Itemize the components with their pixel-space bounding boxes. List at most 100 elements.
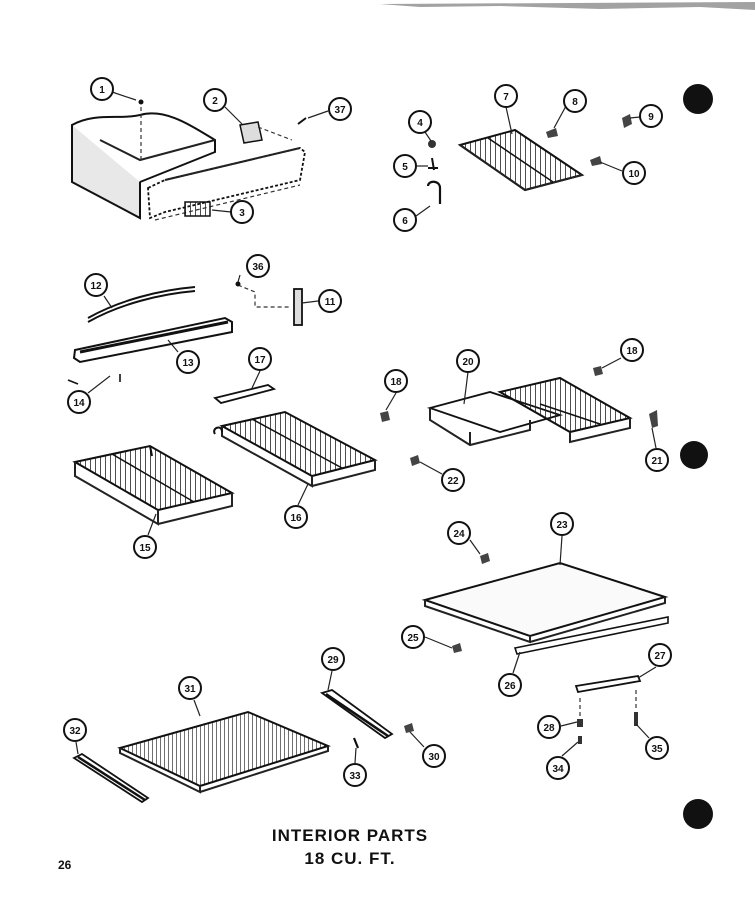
callout-35: 35	[645, 736, 669, 760]
callout-18-right: 18	[620, 338, 644, 362]
screw-14	[67, 374, 121, 385]
svg-text:15: 15	[139, 543, 151, 554]
svg-text:12: 12	[90, 281, 102, 292]
callout-11: 11	[318, 289, 342, 313]
rail-13	[72, 316, 233, 364]
svg-text:25: 25	[407, 633, 419, 644]
leader-lines	[75, 91, 657, 764]
svg-text:30: 30	[428, 752, 440, 763]
svg-text:9: 9	[648, 112, 654, 123]
shelf-31	[117, 710, 331, 794]
callout-2: 2	[203, 88, 227, 112]
callout-21: 21	[645, 448, 669, 472]
callout-13: 13	[176, 350, 200, 374]
shelf-16	[213, 410, 378, 488]
svg-text:28: 28	[543, 723, 555, 734]
punch-hole-bottom	[683, 799, 713, 829]
callout-8: 8	[563, 89, 587, 113]
callout-32: 32	[63, 718, 87, 742]
punch-hole-middle	[680, 441, 708, 469]
shelf-7	[457, 128, 585, 192]
rail-29	[319, 689, 394, 740]
svg-text:24: 24	[453, 529, 465, 540]
page-number: 26	[58, 858, 72, 872]
callout-31: 31	[178, 676, 202, 700]
callout-16: 16	[284, 505, 308, 529]
svg-text:36: 36	[252, 262, 264, 273]
svg-text:17: 17	[254, 355, 266, 366]
svg-text:11: 11	[325, 297, 336, 308]
callout-26: 26	[498, 673, 522, 697]
svg-text:16: 16	[290, 513, 302, 524]
callout-23: 23	[550, 512, 574, 536]
crisper-cover-23	[421, 561, 669, 644]
control-housing	[71, 99, 307, 221]
callout-22: 22	[441, 468, 465, 492]
svg-text:4: 4	[417, 118, 423, 129]
callout-15: 15	[133, 535, 157, 559]
callout-6: 6	[393, 208, 417, 232]
callout-12: 12	[84, 273, 108, 297]
shelf-15	[72, 444, 235, 526]
clip-21	[649, 410, 658, 428]
diagram-subtitle: 18 CU. FT.	[304, 849, 396, 868]
callout-4: 4	[408, 110, 432, 134]
clip-18-right	[593, 366, 603, 376]
svg-text:2: 2	[212, 96, 218, 107]
svg-text:18: 18	[390, 377, 402, 388]
scan-edge	[380, 2, 755, 10]
svg-text:18: 18	[626, 346, 638, 357]
rail-32	[72, 752, 150, 804]
clip-8	[546, 128, 558, 138]
svg-text:20: 20	[462, 357, 474, 368]
svg-text:35: 35	[651, 744, 663, 755]
svg-text:32: 32	[69, 726, 81, 737]
clip-18-left	[380, 411, 390, 422]
trim-27	[574, 674, 642, 744]
callout-33: 33	[343, 763, 367, 787]
svg-text:29: 29	[327, 655, 339, 666]
callout-18-left: 18	[384, 369, 408, 393]
svg-text:21: 21	[651, 456, 663, 467]
svg-text:27: 27	[654, 651, 666, 662]
svg-text:10: 10	[628, 169, 640, 180]
callout-3: 3	[230, 200, 254, 224]
callout-24: 24	[447, 521, 471, 545]
diagram-title: INTERIOR PARTS	[271, 826, 429, 845]
frame-26	[513, 616, 669, 655]
callout-17: 17	[248, 347, 272, 371]
svg-text:8: 8	[572, 97, 578, 108]
svg-text:23: 23	[556, 520, 568, 531]
callout-10: 10	[622, 161, 646, 185]
callout-14: 14	[67, 390, 91, 414]
callout-37: 37	[328, 97, 352, 121]
bracket-11	[235, 281, 303, 326]
callout-20: 20	[456, 349, 480, 373]
svg-text:13: 13	[182, 358, 194, 369]
hardware-4-5-6	[426, 140, 442, 204]
svg-text:6: 6	[402, 216, 408, 227]
svg-text:22: 22	[447, 476, 459, 487]
clip-30	[404, 723, 414, 733]
divider-17	[213, 384, 277, 404]
callout-7: 7	[494, 84, 518, 108]
svg-text:34: 34	[552, 764, 564, 775]
gasket-12	[87, 286, 196, 323]
callout-5: 5	[393, 154, 417, 178]
callout-34: 34	[546, 756, 570, 780]
callout-36: 36	[246, 254, 270, 278]
callout-1: 1	[90, 77, 114, 101]
callout-28: 28	[537, 715, 561, 739]
svg-text:3: 3	[239, 208, 245, 219]
svg-text:31: 31	[184, 684, 196, 695]
callout-29: 29	[321, 647, 345, 671]
svg-text:37: 37	[334, 105, 346, 116]
svg-text:5: 5	[402, 162, 408, 173]
clip-9	[622, 114, 632, 128]
svg-text:7: 7	[503, 92, 509, 103]
clip-24	[480, 553, 490, 564]
clip-22	[410, 455, 420, 466]
clip-10	[590, 156, 602, 166]
shelf-20	[426, 376, 633, 447]
